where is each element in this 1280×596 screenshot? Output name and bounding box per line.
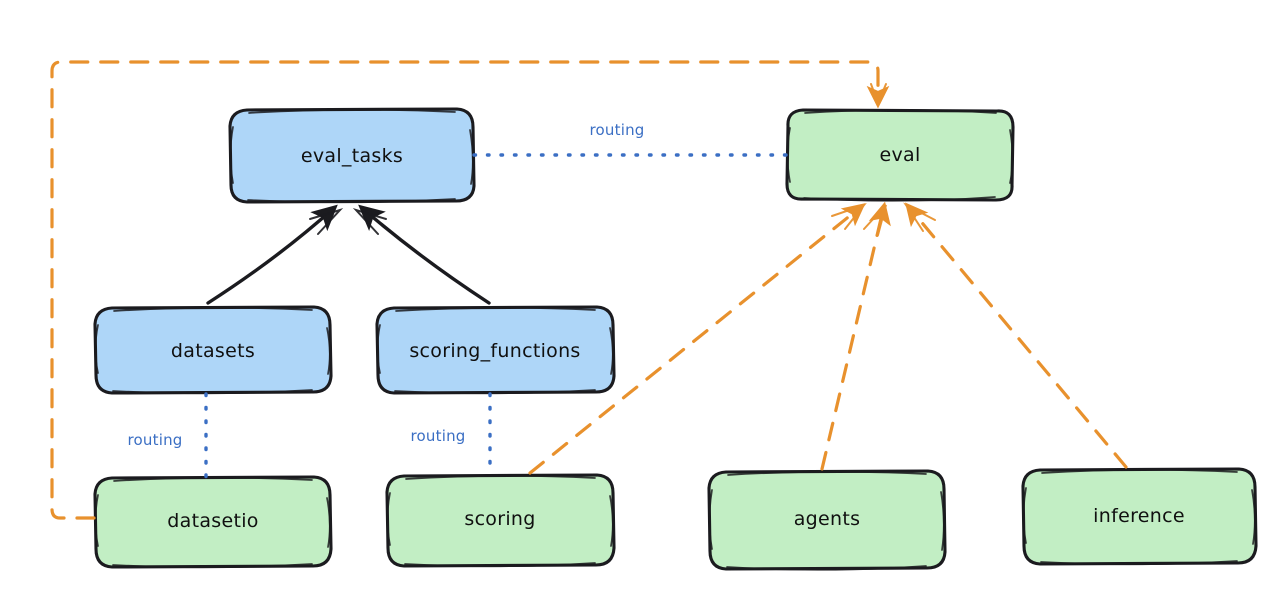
- node-shape: [228, 107, 476, 204]
- node-datasetio[interactable]: [93, 475, 333, 569]
- node-scoring_functions[interactable]: [375, 305, 616, 395]
- arrow-sketch: [309, 207, 344, 235]
- node-agents[interactable]: [707, 469, 947, 571]
- node-sketch-overlay: [1022, 468, 1256, 566]
- edge-line: [905, 202, 1128, 469]
- node-sketch-overlay: [94, 306, 331, 395]
- node-eval[interactable]: [785, 108, 1015, 202]
- node-shape: [385, 473, 616, 568]
- arrow-sketch: [352, 207, 387, 235]
- edge-line: [50, 60, 890, 520]
- node-shape: [785, 108, 1015, 202]
- edge-scoring_functions-to-eval_tasks: [352, 204, 491, 305]
- edge-agents-to-eval: [820, 201, 891, 471]
- node-sketch-overlay: [786, 109, 1014, 202]
- node-sketch-overlay: [229, 108, 474, 204]
- arrow-sketch: [863, 204, 887, 236]
- node-shape: [93, 475, 333, 569]
- edge-line: [206, 204, 338, 305]
- node-shape: [707, 469, 947, 571]
- edge-line: [528, 203, 866, 475]
- edge-scoring-to-eval: [528, 202, 867, 475]
- node-sketch-overlay: [708, 470, 945, 571]
- node-scoring[interactable]: [385, 473, 616, 568]
- node-sketch-overlay: [376, 306, 614, 395]
- edge-line: [358, 204, 491, 305]
- arrow-sketch: [831, 202, 867, 230]
- edge-line: [820, 201, 891, 471]
- arrow-sketch: [903, 202, 936, 232]
- edge-datasetio-to-eval: [50, 60, 890, 520]
- arrow-sketch: [870, 83, 887, 106]
- node-datasets[interactable]: [93, 305, 333, 395]
- node-inference[interactable]: [1021, 467, 1258, 566]
- node-eval_tasks[interactable]: [228, 107, 476, 204]
- node-sketch-overlay: [386, 474, 614, 568]
- node-shape: [1021, 467, 1258, 566]
- node-sketch-overlay: [94, 476, 331, 569]
- edge-datasets-to-eval_tasks: [206, 204, 344, 305]
- edge-inference-to-eval: [903, 202, 1128, 469]
- node-shape: [93, 305, 333, 395]
- node-shape: [375, 305, 616, 395]
